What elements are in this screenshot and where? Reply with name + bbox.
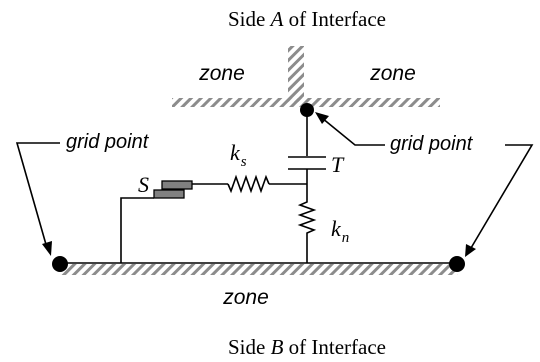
- normal-spring: [297, 184, 317, 263]
- bottom-caption: Side B of Interface: [228, 335, 386, 359]
- shear-spring-label: ks: [230, 140, 247, 170]
- bottom-hatched-surface: [60, 264, 458, 275]
- grid-point-arrow-top: [321, 117, 385, 146]
- grid-point-label-left: grid point: [66, 131, 150, 153]
- zone-label-bottom: zone: [222, 286, 269, 309]
- top-vertical-hatched-surface: [288, 46, 304, 102]
- slider-block-lower: [153, 189, 185, 199]
- slider-block-upper: [161, 180, 193, 190]
- bottom-left-grid-point-dot: [52, 256, 68, 272]
- zone-label-top-left: zone: [198, 62, 245, 85]
- top-caption: Side A of Interface: [228, 7, 386, 31]
- bottom-right-grid-point-dot: [449, 256, 465, 272]
- normal-spring-label: kn: [331, 216, 349, 246]
- shear-spring: [227, 174, 270, 194]
- grid-point-arrow-left: [15, 142, 60, 249]
- arrowhead-bottom-right: [465, 244, 476, 257]
- grid-point-arrow-bottom-right: [470, 144, 534, 249]
- slider-leg: [120, 197, 154, 263]
- arrowhead-top: [315, 112, 329, 124]
- arrowhead-left: [42, 241, 52, 256]
- tensile-strength-label: T: [331, 152, 345, 177]
- grid-point-label-right: grid point: [390, 133, 474, 155]
- slider-label: S: [138, 172, 149, 197]
- top-hatched-surface: [172, 98, 440, 107]
- zone-label-top-right: zone: [369, 62, 416, 85]
